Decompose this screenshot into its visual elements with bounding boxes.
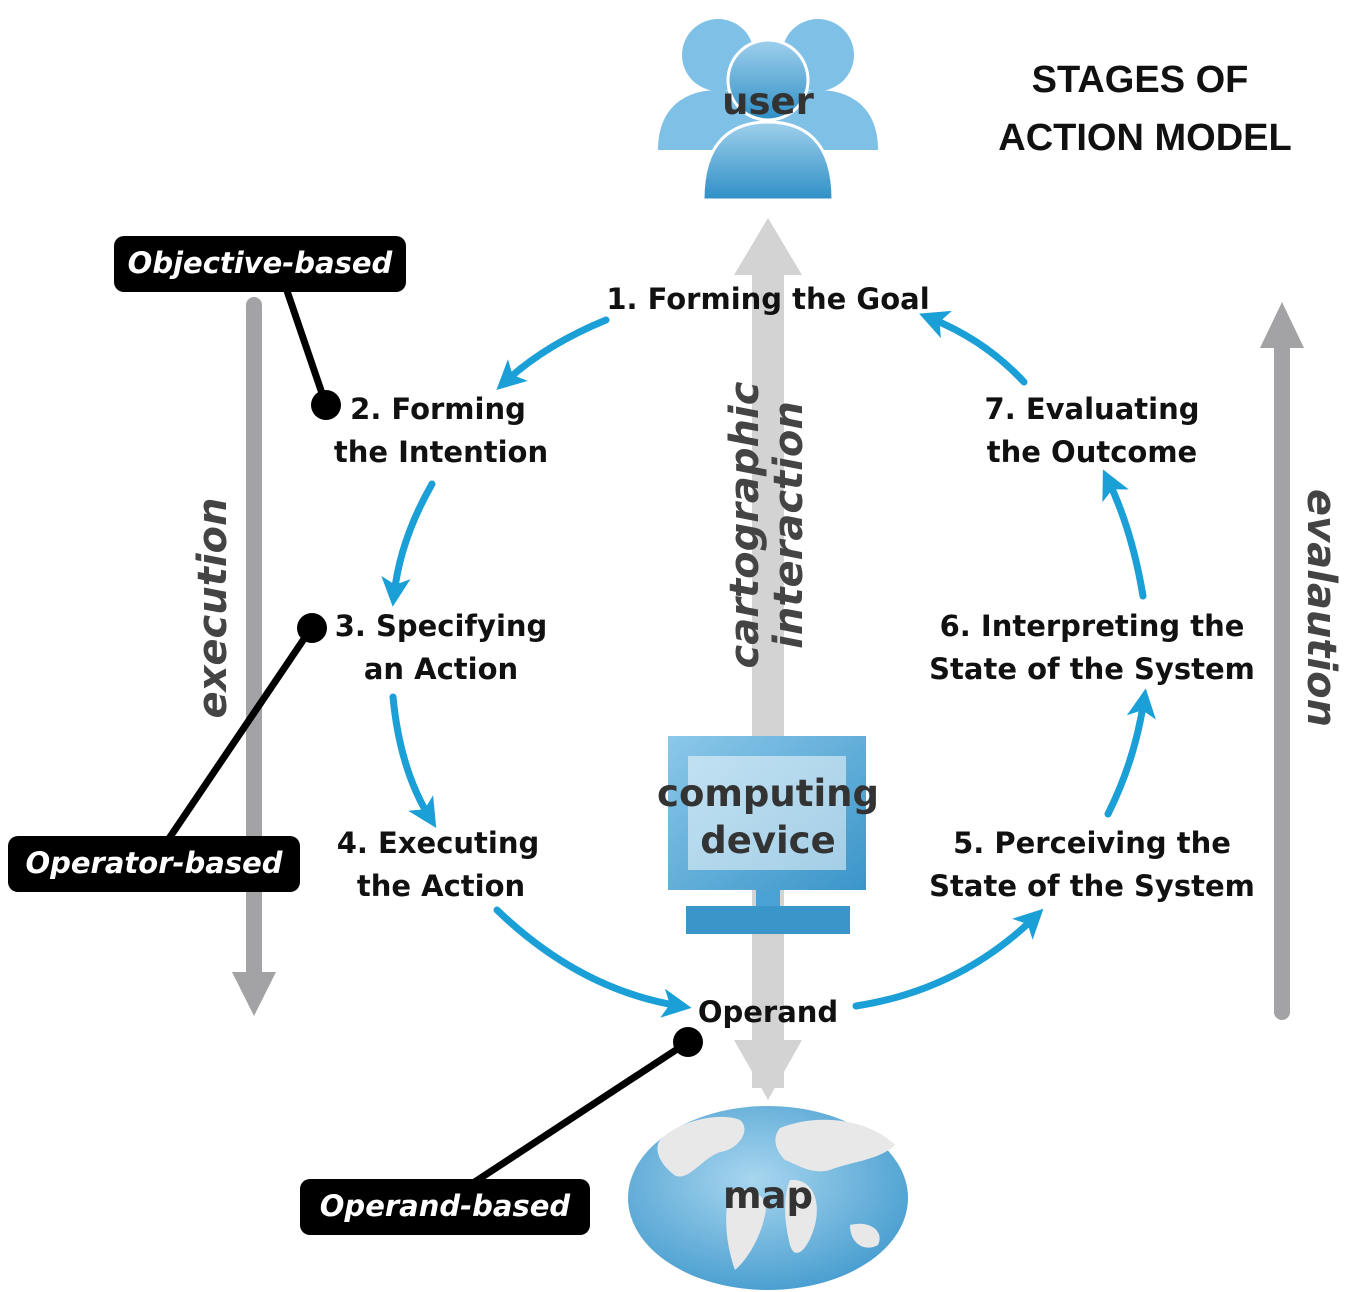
diagram-title: STAGES OF ACTION MODEL [998,59,1291,159]
arrow-4-to-operand [493,906,692,1018]
evaluation-arrow [1260,302,1304,1020]
stage-cycle-arrows [381,310,1156,1018]
arrow-5-to-6 [1104,688,1156,818]
stage-5-line-1: 5. Perceiving the [953,826,1231,860]
execution-label: execution [190,497,236,718]
arrow-1-to-2 [496,316,610,390]
arrow-operand-to-5 [852,908,1044,1010]
stage-4-line-2: the Action [357,869,525,903]
user-label: user [722,80,814,123]
stage-5-line-2: State of the System [929,869,1255,903]
operand-based-label: Operand-based [320,1189,571,1223]
arrow-7-to-1 [919,310,1028,386]
stage-labels: 1. Forming the Goal 2. Forming the Inten… [334,282,1255,1029]
stage-2-line-1: 2. Forming [350,392,526,426]
stage-2-line-2: the Intention [334,435,548,469]
title-line-2: ACTION MODEL [998,117,1291,159]
objective-based-tag: Objective-based [114,236,406,292]
computer-monitor-icon [668,736,866,934]
stage-1-label: 1. Forming the Goal [606,282,929,316]
callout-leaders [165,283,703,1188]
operand-based-tag: Operand-based [300,1179,590,1235]
objective-leader-dot [311,390,341,420]
operand-leader-dot [673,1027,703,1057]
stage-6-line-2: State of the System [929,652,1255,686]
operator-based-tag: Operator-based [8,836,300,892]
user-group-icon [658,19,878,202]
stage-7-line-2: the Outcome [987,435,1197,469]
arrow-6-to-7 [1102,469,1147,600]
operator-leader-dot [297,613,327,643]
device-label-line-1: computing [657,772,879,815]
arrow-3-to-4 [389,693,437,828]
title-line-1: STAGES OF [1032,59,1249,101]
globe-map-icon [628,1106,908,1290]
execution-arrow [232,297,276,1016]
operator-based-label: Operator-based [25,846,282,880]
arrow-2-to-3 [381,480,436,607]
cartographic-label: cartographic [722,381,768,668]
stage-6-line-1: 6. Interpreting the [940,609,1245,643]
operator-leader-line [165,628,313,842]
center-interaction-arrow [734,218,802,1100]
stage-3-line-2: an Action [364,652,518,686]
stage-3-line-1: 3. Specifying [335,609,548,643]
operand-label: Operand [698,995,838,1029]
stage-7-line-1: 7. Evaluating [985,392,1200,426]
evaluation-label: evalaution [1298,489,1344,727]
interaction-label: interaction [766,401,812,649]
stage-4-line-1: 4. Executing [337,826,540,860]
map-label: map [723,1174,813,1217]
operand-leader-line [468,1039,690,1188]
device-label-line-2: device [700,819,835,862]
objective-based-label: Objective-based [128,246,393,280]
objective-leader-line [281,283,330,407]
